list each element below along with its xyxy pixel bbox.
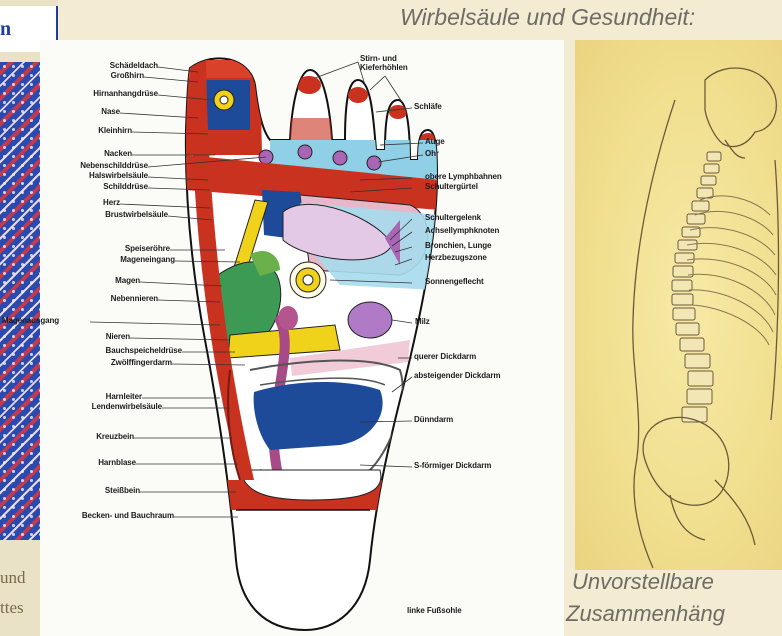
label-s-foermiger-dickdarm: S-förmiger Dickdarm — [414, 461, 491, 470]
label-milz: Milz — [415, 317, 430, 326]
label-querer-dickdarm: querer Dickdarm — [414, 352, 476, 361]
label-speiseroehre: Speiseröhre — [125, 244, 170, 253]
label-lendenwirbelsaeule: Lendenwirbelsäule — [92, 402, 162, 411]
label-nieren: Nieren — [106, 332, 130, 341]
label-becken-bauchraum: Becken- und Bauchraum — [82, 511, 174, 520]
vertebral-column — [672, 152, 721, 422]
label-halswirbelsaeule: Halswirbelsäule — [89, 171, 148, 180]
spine-illustration — [575, 40, 782, 570]
label-brustwirbelsaeule: Brustwirbelsäule — [105, 210, 168, 219]
label-mageneingang: Mageneingang — [120, 255, 175, 264]
label-stirn-und: Stirn- und — [360, 54, 397, 63]
label-nacken: Nacken — [104, 149, 132, 158]
label-steissbein: Steißbein — [105, 486, 140, 495]
label-schultergelenk: Schultergelenk — [425, 213, 481, 222]
label-nebenschilddruese: Nebenschilddrüse — [80, 161, 148, 170]
label-absteigender-dickdarm: absteigender Dickdarm — [414, 371, 500, 380]
foot-reflexology-chart: Schädeldach Großhirn Hirnanhangdrüse Nas… — [40, 40, 564, 636]
label-magen: Magen — [115, 276, 140, 285]
label-bronchien-lunge: Bronchien, Lunge — [425, 241, 491, 250]
label-schlaefe: Schläfe — [414, 102, 442, 111]
label-harnleiter: Harnleiter — [106, 392, 142, 401]
spine-caption-line2: Zusammenhäng — [566, 601, 725, 627]
label-achsellymphknoten: Achsellymphknoten — [425, 226, 499, 235]
label-zwoelffingerdarm: Zwölffingerdarm — [111, 358, 172, 367]
label-duenndarm: Dünndarm — [414, 415, 453, 424]
label-kieferhoehlen: Kieferhöhlen — [360, 63, 408, 72]
label-nase: Nase — [101, 107, 120, 116]
label-hirnanhangdruese: Hirnanhangdrüse — [93, 89, 158, 98]
label-schaedeldach: Schädeldach — [110, 61, 158, 70]
label-kleinhirn: Kleinhirn — [98, 126, 132, 135]
label-auge: Auge — [425, 137, 445, 146]
label-schilddruese: Schilddrüse — [103, 182, 148, 191]
label-bauchspeicheldruese: Bauchspeicheldrüse — [106, 346, 182, 355]
label-herzbezugszone: Herzbezugszone — [425, 253, 487, 262]
label-obere-lymphbahnen: obere Lymphbahnen — [425, 172, 502, 181]
left-caption-fragment-1: und — [0, 568, 26, 588]
left-caption-fragment-2: ttes — [0, 598, 24, 618]
label-harnblase: Harnblase — [98, 458, 136, 467]
label-sonnengeflecht: Sonnengeflecht — [425, 277, 484, 286]
spine-illustration-panel — [575, 40, 782, 570]
label-grosshirn: Großhirn — [111, 71, 144, 80]
label-magenausgang: Magenausgang — [2, 316, 59, 325]
spine-caption-line1: Unvorstellbare — [572, 569, 714, 595]
chart-footer: linke Fußsohle — [407, 606, 462, 615]
label-nebennieren: Nebennieren — [111, 294, 158, 303]
spine-title: Wirbelsäule und Gesundheit: — [400, 4, 695, 31]
label-herz: Herz — [103, 198, 120, 207]
label-ohr: Ohr — [425, 149, 439, 158]
left-header-fragment: n — [0, 18, 11, 41]
label-kreuzbein: Kreuzbein — [96, 432, 134, 441]
label-schulterguertel: Schultergürtel — [425, 182, 478, 191]
